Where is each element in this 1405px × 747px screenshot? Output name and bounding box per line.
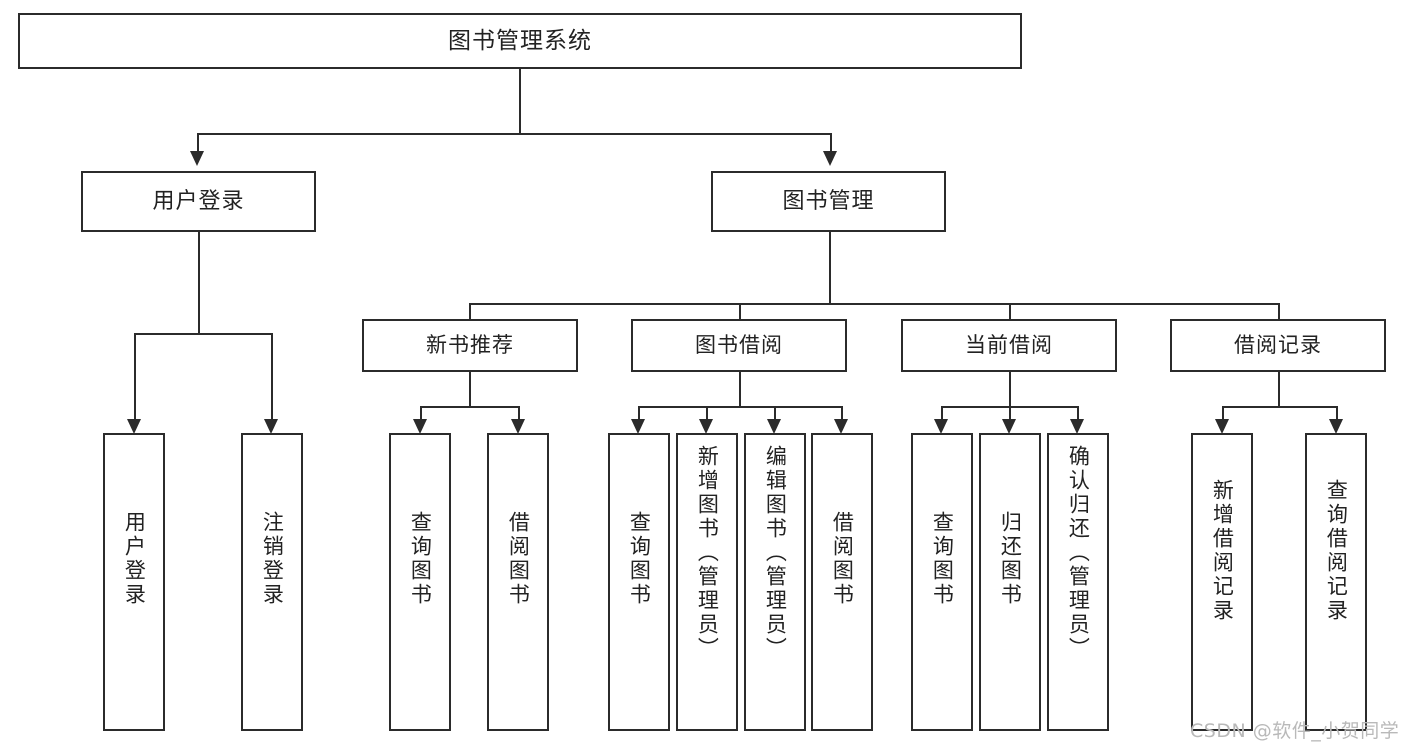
node-label: 借阅图书 (506, 511, 531, 607)
node-label: 查询图书 (930, 511, 955, 607)
connector-drop-leaf-user-login (134, 333, 136, 419)
node-leaf-edit-book[interactable]: 编辑图书（管理员） (744, 433, 806, 731)
node-book-manage[interactable]: 图书管理 (711, 171, 946, 232)
connector-root-stem (519, 69, 521, 133)
connector-drop-current-borrow (1009, 303, 1011, 319)
node-leaf-confirm-return[interactable]: 确认归还（管理员） (1047, 433, 1109, 731)
node-leaf-query-record[interactable]: 查询借阅记录 (1305, 433, 1367, 731)
connector-book-manage-stem (829, 232, 831, 303)
arrow-query-record (1329, 419, 1343, 434)
node-label: 图书管理 (782, 188, 875, 214)
node-leaf-add-record[interactable]: 新增借阅记录 (1191, 433, 1253, 731)
node-leaf-borrow-book-1[interactable]: 借阅图书 (487, 433, 549, 731)
node-current-borrow[interactable]: 当前借阅 (901, 319, 1117, 372)
arrow-user-login (190, 151, 204, 166)
node-label: 确认归还（管理员） (1066, 445, 1091, 661)
connector-drop-query-book-1 (420, 406, 422, 419)
node-label: 查询图书 (627, 511, 652, 607)
node-label: 注销登录 (260, 511, 285, 607)
node-leaf-return-book[interactable]: 归还图书 (979, 433, 1041, 731)
arrow-edit-book (767, 419, 781, 434)
node-label: 借阅图书 (830, 511, 855, 607)
arrow-return-book (1002, 419, 1016, 434)
connector-book-borrow-stem (739, 372, 741, 406)
connector-borrow-record-bus (1222, 406, 1337, 408)
node-label: 查询借阅记录 (1324, 479, 1349, 623)
arrow-query-book-1 (413, 419, 427, 434)
connector-book-borrow-bus (638, 406, 842, 408)
node-leaf-query-book-2[interactable]: 查询图书 (608, 433, 670, 731)
node-label: 编辑图书（管理员） (763, 445, 788, 661)
connector-drop-user-login (197, 133, 199, 151)
connector-drop-book-borrow (739, 303, 741, 319)
node-leaf-borrow-book-2[interactable]: 借阅图书 (811, 433, 873, 731)
node-label: 用户登录 (122, 511, 147, 607)
node-label: 当前借阅 (965, 333, 1053, 358)
node-leaf-query-book-1[interactable]: 查询图书 (389, 433, 451, 731)
connector-drop-return-book (1009, 406, 1011, 419)
connector-drop-add-book (706, 406, 708, 419)
arrow-leaf-logout (264, 419, 278, 434)
node-label: 用户登录 (152, 188, 245, 214)
node-leaf-add-book[interactable]: 新增图书（管理员） (676, 433, 738, 731)
connector-level3-bus (469, 303, 1279, 305)
connector-drop-confirm-return (1077, 406, 1079, 419)
arrow-add-book (699, 419, 713, 434)
node-user-login[interactable]: 用户登录 (81, 171, 316, 232)
connector-drop-borrow-record (1278, 303, 1280, 319)
connector-borrow-record-stem (1278, 372, 1280, 406)
connector-drop-add-record (1222, 406, 1224, 419)
node-label: 归还图书 (998, 511, 1023, 607)
node-root-system[interactable]: 图书管理系统 (18, 13, 1022, 69)
connector-drop-query-book-3 (941, 406, 943, 419)
node-label: 新增借阅记录 (1210, 479, 1235, 623)
arrow-query-book-3 (934, 419, 948, 434)
connector-drop-new-book (469, 303, 471, 319)
connector-level2-bus (197, 133, 830, 135)
node-label: 借阅记录 (1234, 333, 1322, 358)
node-leaf-query-book-3[interactable]: 查询图书 (911, 433, 973, 731)
node-label: 新增图书（管理员） (695, 445, 720, 661)
node-new-book-recommend[interactable]: 新书推荐 (362, 319, 578, 372)
node-borrow-record[interactable]: 借阅记录 (1170, 319, 1386, 372)
connector-drop-book-manage (830, 133, 832, 151)
connector-current-borrow-stem (1009, 372, 1011, 406)
connector-new-book-bus (420, 406, 519, 408)
arrow-book-manage (823, 151, 837, 166)
node-label: 图书借阅 (695, 333, 783, 358)
connector-drop-leaf-logout (271, 333, 273, 419)
node-leaf-user-login[interactable]: 用户登录 (103, 433, 165, 731)
node-label: 查询图书 (408, 511, 433, 607)
connector-new-book-stem (469, 372, 471, 406)
connector-user-login-bus (134, 333, 271, 335)
node-label: 图书管理系统 (448, 27, 592, 54)
node-label: 新书推荐 (426, 333, 514, 358)
arrow-add-record (1215, 419, 1229, 434)
connector-drop-borrow-book-2 (841, 406, 843, 419)
node-book-borrow[interactable]: 图书借阅 (631, 319, 847, 372)
arrow-borrow-book-1 (511, 419, 525, 434)
connector-user-login-stem (198, 232, 200, 333)
connector-drop-query-record (1336, 406, 1338, 419)
connector-drop-borrow-book-1 (518, 406, 520, 419)
connector-drop-query-book-2 (638, 406, 640, 419)
node-leaf-logout-login[interactable]: 注销登录 (241, 433, 303, 731)
connector-drop-edit-book (774, 406, 776, 419)
arrow-confirm-return (1070, 419, 1084, 434)
arrow-query-book-2 (631, 419, 645, 434)
arrow-borrow-book-2 (834, 419, 848, 434)
arrow-leaf-user-login (127, 419, 141, 434)
